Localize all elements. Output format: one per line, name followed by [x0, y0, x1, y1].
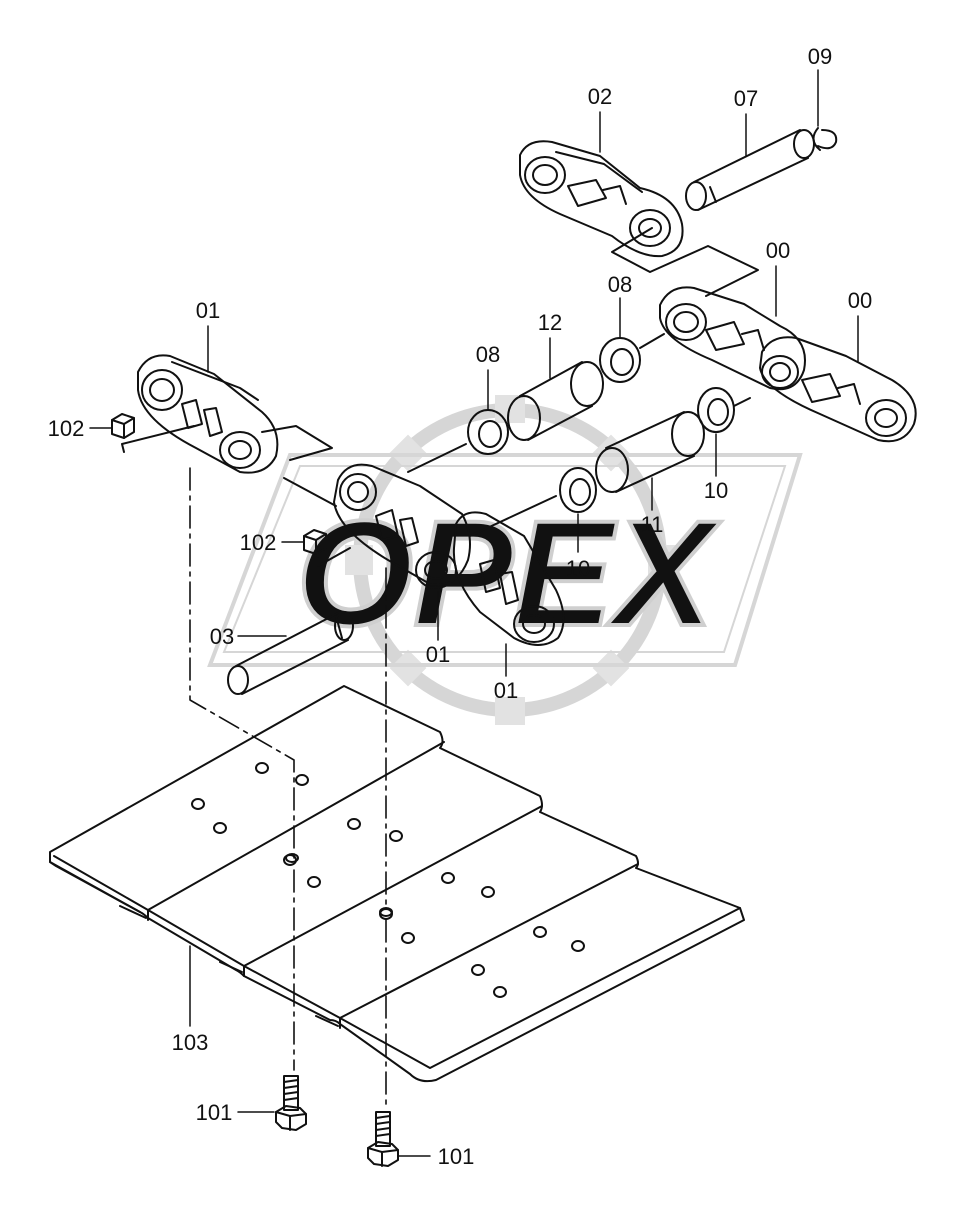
label-01-lower: 01: [494, 678, 518, 703]
label-10-center: 10: [566, 556, 590, 581]
line-art: [49, 69, 917, 1167]
label-102-lower: 102: [240, 530, 277, 555]
label-01-upper: 01: [196, 298, 220, 323]
link-00-a: [659, 286, 806, 391]
link-02: [519, 140, 684, 258]
nut-102-upper: [111, 413, 135, 439]
label-01-center: 01: [426, 642, 450, 667]
leader-02-00: [611, 227, 759, 297]
bushing-12: [507, 361, 604, 441]
label-leaders: [89, 69, 859, 1157]
link-00-b: [759, 336, 917, 443]
leader-link-to-seal: [407, 443, 467, 473]
bolt-101-right: [367, 1111, 399, 1167]
label-02: 02: [588, 84, 612, 109]
label-101-left: 101: [196, 1100, 233, 1125]
label-12: 12: [538, 310, 562, 335]
label-11: 11: [641, 512, 664, 537]
seal-08-right: [599, 337, 641, 383]
leader-01-center: [261, 425, 333, 461]
seal-10-right: [697, 387, 751, 433]
label-03: 03: [210, 624, 234, 649]
label-102-upper: 102: [48, 416, 85, 441]
leader-08-00: [639, 333, 665, 349]
pin-07: [685, 129, 815, 211]
leader-102-lower: [317, 547, 351, 567]
link-01-upper: [137, 354, 279, 474]
label-00-b: 00: [848, 288, 872, 313]
part-labels: 09 02 07 00 00 08 12 08 01 102 10 11 10 …: [48, 44, 873, 1169]
label-10-right: 10: [704, 478, 728, 503]
label-07: 07: [734, 86, 758, 111]
label-00-a: 00: [766, 238, 790, 263]
leader-102-upper: [121, 425, 195, 453]
watermark-banner-outer: [207, 453, 803, 667]
bushing-11: [595, 411, 705, 493]
label-08-right: 08: [608, 272, 632, 297]
assembly-lines: [189, 467, 387, 1107]
nut-102-lower: [303, 529, 327, 555]
label-103: 103: [172, 1030, 209, 1055]
pin-03: [227, 611, 354, 695]
shoe-bolt-holes: [191, 762, 585, 998]
watermark-banner-inner: [222, 465, 787, 653]
link-01-lower: [452, 511, 565, 646]
seal-10-center: [559, 467, 597, 513]
leader-link-to-seal-10: [469, 495, 557, 537]
leader-01-upper-to-center: [283, 477, 337, 507]
bolt-101-left: [275, 1075, 307, 1131]
assembly-hole-marks: [285, 853, 393, 917]
label-09: 09: [808, 44, 832, 69]
shoe-plate: [49, 685, 745, 1083]
link-01-center: [333, 463, 471, 589]
label-08-left: 08: [476, 342, 500, 367]
ring-09: [812, 127, 838, 151]
label-101-right: 101: [438, 1144, 475, 1169]
